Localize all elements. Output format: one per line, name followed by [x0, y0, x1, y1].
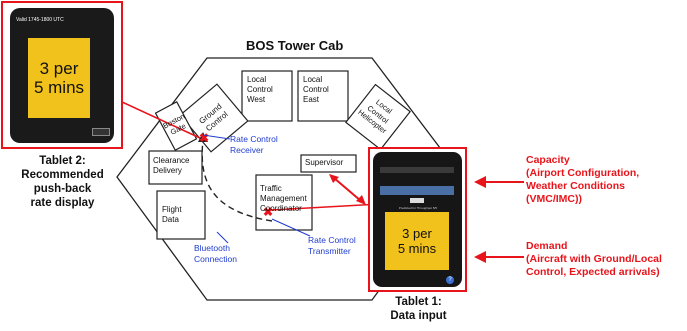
supervisor-arrow [333, 177, 362, 202]
tablet1-frame: Predicted for Throughput 5/5 3 per 5 min… [368, 147, 467, 292]
box-ground [179, 83, 249, 153]
label-supervisor: Supervisor [305, 158, 344, 167]
bluetooth-link [201, 139, 273, 222]
label-rc-transmitter: Rate Control Transmitter [308, 235, 356, 256]
capacity-annotation: Capacity (Airport Configuration, Weather… [526, 154, 640, 205]
label-bluetooth: Bluetooth Connection [194, 243, 238, 264]
label-clearance: Clearance Delivery [153, 156, 190, 175]
tablet1-input-row[interactable] [380, 186, 454, 195]
tablet1-enter-button[interactable] [410, 198, 424, 203]
box-boston-gate [154, 101, 198, 151]
label-local-east: Local Control East [303, 75, 329, 104]
box-clearance [148, 150, 203, 185]
label-rc-receiver: Rate Control Receiver [230, 134, 278, 155]
tablet1-rate-display: 3 per 5 mins [385, 212, 449, 270]
demand-annotation: Demand (Aircraft with Ground/Local Contr… [526, 240, 662, 278]
tablet1-device: Predicted for Throughput 5/5 3 per 5 min… [373, 152, 462, 287]
demand-arrowhead [474, 251, 486, 263]
supervisor-arrowhead-bottom [356, 195, 366, 205]
tablet2-caption: Tablet 2: Recommended push-back rate dis… [21, 155, 104, 209]
tablet1-field-label: Predicted for Throughput 5/5 [398, 206, 438, 210]
label-tmc: Traffic Management Coordinator [260, 184, 307, 213]
tablet2-rate-display: 3 per 5 mins [28, 38, 90, 118]
label-flight-data: Flight Data [162, 205, 182, 224]
tablet2-valid-text: Valid 1745-1800 UTC [16, 17, 64, 23]
tablet1-help-icon[interactable]: ? [446, 276, 454, 284]
tablet2-frame: Valid 1745-1800 UTC 3 per 5 mins [1, 1, 123, 149]
box-supervisor [300, 154, 357, 173]
label-local-west: Local Control West [247, 75, 273, 104]
tower-cab-outline [116, 57, 463, 301]
box-tmc [255, 174, 313, 231]
receiver-marker: ✖ [199, 131, 209, 145]
box-heli [345, 83, 411, 151]
supervisor-arrowhead-top [329, 174, 339, 183]
box-local-west [241, 70, 293, 122]
capacity-arrowhead [474, 176, 486, 188]
tablet1-link [271, 203, 381, 211]
tablet1-caption: Tablet 1: Data input [390, 296, 447, 322]
bluetooth-leader [216, 231, 229, 244]
transmitter-leader [271, 218, 311, 237]
tablet2-device: Valid 1745-1800 UTC 3 per 5 mins [10, 8, 114, 143]
box-flight-data [156, 190, 206, 240]
receiver-leader [202, 134, 231, 140]
transmitter-marker: ✖ [263, 205, 273, 219]
box-local-east [297, 70, 349, 122]
tablet2-ok-button[interactable] [92, 128, 110, 136]
tablet1-config-row[interactable] [380, 167, 454, 173]
diagram-title: BOS Tower Cab [246, 38, 344, 53]
bluetooth-arrowhead [198, 132, 208, 142]
